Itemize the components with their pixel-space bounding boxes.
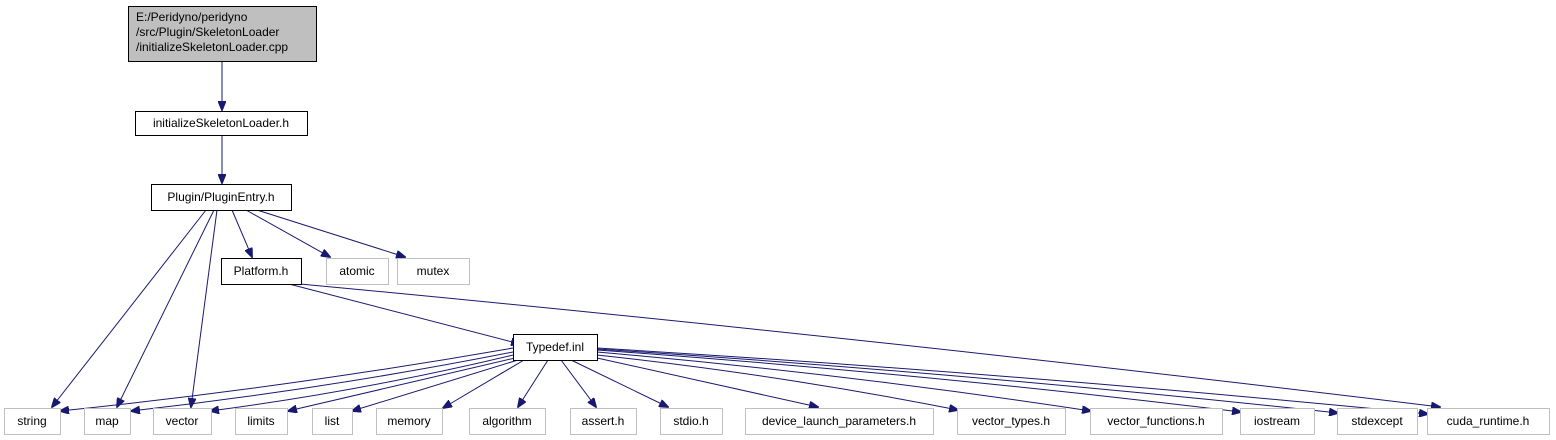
node-label: iostream	[1254, 414, 1300, 428]
edge-typedef-to-limits	[288, 357, 516, 411]
node-box	[4, 408, 61, 435]
edge-typedef-to-vector	[210, 354, 514, 411]
node-memory: memory	[376, 408, 443, 435]
node-label: map	[95, 414, 119, 428]
edge-typedef-to-stdexcept	[596, 348, 1338, 413]
edge-typedef-to-algorithm	[518, 359, 549, 407]
node-label: vector_types.h	[972, 414, 1050, 428]
node-plugin_entry[interactable]: Plugin/PluginEntry.h	[151, 184, 292, 211]
node-label: memory	[387, 414, 430, 428]
node-label: algorithm	[482, 414, 531, 428]
node-vtypes: vector_types.h	[957, 408, 1066, 435]
node-typedef[interactable]: Typedef.inl	[513, 334, 598, 361]
node-root[interactable]: E:/Peridyno/peridyno/src/Plugin/Skeleton…	[128, 6, 317, 62]
node-label: E:/Peridyno/peridyno	[136, 10, 248, 24]
node-atomic: atomic	[326, 258, 389, 285]
node-cuda: cuda_runtime.h	[1427, 408, 1550, 435]
node-label: string	[17, 414, 46, 428]
node-label: /initializeSkeletonLoader.cpp	[136, 40, 288, 54]
node-limits: limits	[235, 408, 288, 435]
node-box	[151, 184, 292, 211]
edge-typedef-to-vfuncs	[596, 351, 1091, 411]
node-box	[469, 408, 546, 435]
node-box	[84, 408, 131, 435]
node-box	[397, 258, 470, 285]
edge-plugin_entry-to-map	[117, 209, 215, 407]
node-iostream: iostream	[1240, 408, 1315, 435]
edge-plugin_entry-to-platform	[231, 209, 252, 257]
edge-typedef-to-list	[352, 359, 519, 411]
node-box	[570, 408, 637, 435]
node-box	[660, 408, 723, 435]
edge-typedef-to-memory	[443, 359, 525, 408]
node-assert: assert.h	[570, 408, 637, 435]
edge-typedef-to-cuda	[596, 347, 1428, 414]
node-label: stdio.h	[673, 414, 708, 428]
edge-typedef-to-assert	[560, 359, 596, 407]
node-map: map	[84, 408, 131, 435]
edge-platform-to-cuda	[299, 283, 1440, 407]
node-label: list	[325, 414, 340, 428]
node-box	[1337, 408, 1418, 435]
node-box	[376, 408, 443, 435]
node-box	[128, 6, 317, 62]
node-box	[1240, 408, 1315, 435]
node-algorithm: algorithm	[469, 408, 546, 435]
node-box	[235, 408, 288, 435]
edge-plugin_entry-to-atomic	[245, 209, 330, 257]
node-label: assert.h	[582, 414, 625, 428]
node-box	[1427, 408, 1550, 435]
node-stdexcept: stdexcept	[1337, 408, 1418, 435]
node-platform[interactable]: Platform.h	[221, 258, 302, 285]
edge-typedef-to-iostream	[596, 349, 1241, 412]
node-box	[221, 258, 302, 285]
node-box	[153, 408, 212, 435]
node-vfuncs: vector_functions.h	[1090, 408, 1223, 435]
node-dlp: device_launch_parameters.h	[745, 408, 934, 435]
edge-typedef-to-map	[131, 351, 514, 411]
node-box	[745, 408, 934, 435]
node-stdio: stdio.h	[660, 408, 723, 435]
node-box	[135, 111, 308, 136]
node-label: cuda_runtime.h	[1447, 414, 1530, 428]
node-mutex: mutex	[397, 258, 470, 285]
node-label: device_launch_parameters.h	[762, 414, 916, 428]
node-label: mutex	[417, 264, 450, 278]
node-label: /src/Plugin/SkeletonLoader	[136, 25, 279, 39]
node-box	[513, 334, 598, 361]
edge-typedef-to-stdio	[570, 359, 668, 407]
edge-typedef-to-string	[60, 347, 514, 411]
node-label: Platform.h	[234, 264, 289, 278]
node-string: string	[4, 408, 61, 435]
node-label: limits	[247, 414, 274, 428]
node-label: stdexcept	[1351, 414, 1403, 428]
node-label: atomic	[339, 264, 374, 278]
edge-plugin_entry-to-mutex	[256, 209, 405, 257]
node-vector: vector	[153, 408, 212, 435]
node-box	[326, 258, 389, 285]
edge-plugin_entry-to-string	[52, 209, 207, 407]
node-label: Typedef.inl	[526, 340, 584, 354]
node-init_h[interactable]: initializeSkeletonLoader.h	[135, 111, 308, 136]
node-label: vector_functions.h	[1107, 414, 1204, 428]
node-box	[312, 408, 353, 435]
node-label: vector	[166, 414, 199, 428]
edge-typedef-to-vtypes	[596, 354, 958, 410]
node-box	[1090, 408, 1223, 435]
edge-platform-to-typedef	[288, 283, 520, 344]
edge-typedef-to-dlp	[596, 357, 818, 407]
edge-plugin_entry-to-vector	[191, 209, 218, 407]
node-list: list	[312, 408, 353, 435]
node-label: initializeSkeletonLoader.h	[153, 116, 289, 130]
node-box	[957, 408, 1066, 435]
node-label: Plugin/PluginEntry.h	[167, 190, 274, 204]
